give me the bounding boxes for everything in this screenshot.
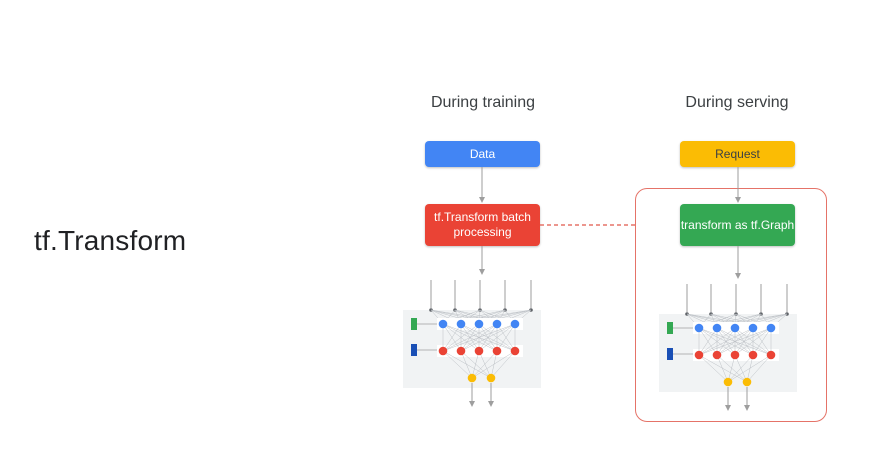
training-net-edge — [471, 350, 498, 379]
data-box: Data — [425, 141, 540, 167]
serving-net-blue-node — [694, 323, 704, 333]
training-net-yellow-node — [467, 373, 477, 383]
serving-net-edge — [716, 354, 729, 383]
serving-net-edge — [716, 354, 748, 383]
serving-net-edge — [716, 327, 772, 356]
training-net-edge — [490, 350, 516, 379]
serving-net-blue-marker — [667, 348, 673, 360]
serving-net-edge — [727, 354, 772, 383]
training-net-output-arrowhead — [469, 401, 475, 407]
training-net-red-node — [474, 346, 484, 356]
serving-net-edge — [746, 354, 772, 383]
request-box: Request — [680, 141, 795, 167]
page-title: tf.Transform — [34, 225, 187, 256]
training-net-edge — [490, 350, 498, 379]
training-net-edge — [442, 350, 473, 379]
training-net-blue-node — [510, 319, 520, 329]
training-net-edge — [442, 323, 462, 352]
serving-net-blue-node — [712, 323, 722, 333]
serving-net-edge — [727, 354, 754, 383]
training-net-edge — [471, 350, 480, 379]
serving-net-yellow-node — [723, 377, 733, 387]
serving-net-edge — [698, 354, 729, 383]
serving-net-edge — [698, 327, 772, 356]
serving-net-output-arrowhead — [744, 405, 750, 411]
serving-net-red-node — [730, 350, 740, 360]
serving-net-yellow-node — [742, 377, 752, 387]
serving-net-red-node — [766, 350, 776, 360]
training-net-edge — [478, 350, 492, 379]
serving-net-edge — [698, 327, 736, 356]
transform-graph-box: transform as tf.Graph — [680, 204, 795, 246]
training-network — [403, 280, 541, 407]
batch-processing-box: tf.Transform batch processing — [425, 204, 540, 246]
serving-net-red-node — [712, 350, 722, 360]
serving-net-edge — [734, 354, 748, 383]
training-net-edge — [478, 323, 516, 352]
training-net-edge — [496, 323, 516, 352]
serving-net-edge — [752, 327, 772, 356]
training-net-blue-node — [492, 319, 502, 329]
training-net-red-node — [438, 346, 448, 356]
serving-net-edge — [698, 327, 754, 356]
serving-net-blue-node — [766, 323, 776, 333]
serving-net-edge — [746, 354, 754, 383]
training-net-yellow-node — [486, 373, 496, 383]
serving-net-green-marker — [667, 322, 673, 334]
training-net-edge — [442, 323, 516, 352]
training-net-red-node — [492, 346, 502, 356]
serving-frame — [635, 188, 827, 422]
serving-network — [659, 284, 797, 411]
training-heading: During training — [430, 94, 536, 111]
serving-net-edge — [698, 354, 748, 383]
serving-net-edge — [734, 327, 772, 356]
serving-net-output-arrowhead — [725, 405, 731, 411]
serving-net-edge — [698, 327, 718, 356]
serving-net-blue-node — [730, 323, 740, 333]
training-net-edge — [460, 350, 473, 379]
training-net-edge — [442, 323, 498, 352]
serving-heading: During serving — [685, 94, 789, 111]
training-net-edge — [442, 323, 480, 352]
training-net-blue-node — [474, 319, 484, 329]
training-net-blue-node — [456, 319, 466, 329]
training-net-red-node — [456, 346, 466, 356]
training-net-output-arrowhead — [488, 401, 494, 407]
training-net-green-marker — [411, 318, 417, 330]
serving-net-edge — [727, 354, 736, 383]
serving-net-red-node — [748, 350, 758, 360]
training-net-blue-marker — [411, 344, 417, 356]
training-net-edge — [471, 350, 516, 379]
training-net-blue-node — [438, 319, 448, 329]
training-net-red-node — [510, 346, 520, 356]
training-net-edge — [460, 323, 516, 352]
serving-net-red-node — [694, 350, 704, 360]
training-net-edge — [460, 350, 492, 379]
serving-net-blue-node — [748, 323, 758, 333]
training-net-edge — [442, 350, 492, 379]
